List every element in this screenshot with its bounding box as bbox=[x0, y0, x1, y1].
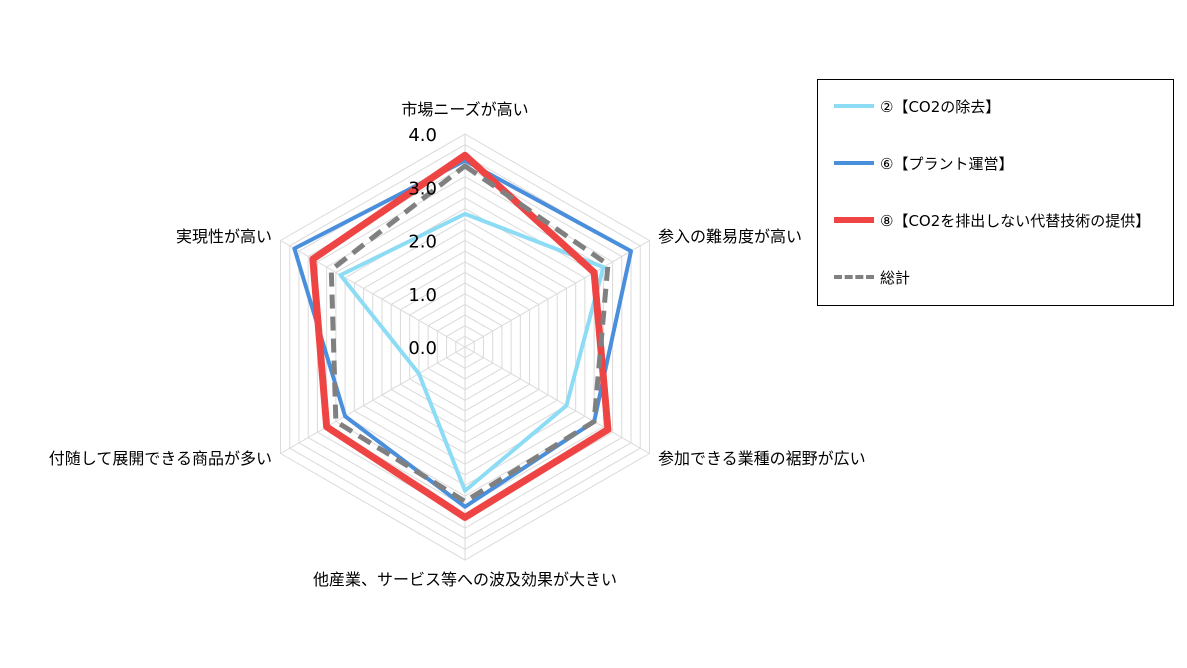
legend-swatch bbox=[834, 275, 874, 279]
axis-label: 参入の難易度が高い bbox=[658, 227, 802, 246]
axis-label: 付随して展開できる商品が多い bbox=[49, 449, 272, 468]
legend-label: ⑧【CO2を排出しない代替技術の提供】 bbox=[880, 211, 1151, 230]
axis-label: 参加できる業種の裾野が広い bbox=[658, 449, 866, 468]
axis-label: 市場ニーズが高い bbox=[401, 100, 528, 119]
legend-item: 総計 bbox=[834, 265, 910, 289]
grid-spoke bbox=[464, 240, 650, 348]
series-line bbox=[309, 151, 612, 521]
legend-item: ⑧【CO2を排出しない代替技術の提供】 bbox=[834, 208, 1150, 232]
axis-label: 他産業、サービス等への波及効果が大きい bbox=[313, 570, 617, 589]
radar-axis-labels: 市場ニーズが高い参入の難易度が高い参加できる業種の裾野が広い他産業、サービス等へ… bbox=[49, 100, 866, 589]
legend-item: ⑥【プラント運営】 bbox=[834, 151, 1013, 175]
radar-series bbox=[292, 151, 634, 521]
tick-label: 3.0 bbox=[408, 178, 437, 199]
series-line bbox=[292, 158, 634, 509]
tick-label: 4.0 bbox=[408, 125, 437, 146]
series-line bbox=[338, 211, 606, 493]
tick-label: 2.0 bbox=[408, 232, 437, 253]
axis-label: 実現性が高い bbox=[176, 227, 272, 246]
legend-item: ②【CO2の除去】 bbox=[834, 94, 1000, 118]
legend-label: 総計 bbox=[880, 268, 911, 287]
radial-tick-labels: 0.0 1.0 2.0 3.0 4.0 bbox=[408, 125, 437, 359]
legend-swatch bbox=[834, 161, 874, 165]
legend-label: ⑥【プラント運営】 bbox=[880, 154, 1014, 173]
tick-label: 1.0 bbox=[408, 285, 437, 306]
grid-spoke bbox=[464, 346, 650, 454]
legend-label: ②【CO2の除去】 bbox=[880, 97, 1001, 116]
legend: ②【CO2の除去】 ⑥【プラント運営】 ⑧【CO2を排出しない代替技術の提供】 … bbox=[817, 79, 1174, 306]
grid-spoke bbox=[280, 346, 466, 454]
legend-swatch bbox=[834, 104, 874, 108]
legend-swatch bbox=[834, 217, 874, 223]
tick-label: 0.0 bbox=[408, 338, 437, 359]
